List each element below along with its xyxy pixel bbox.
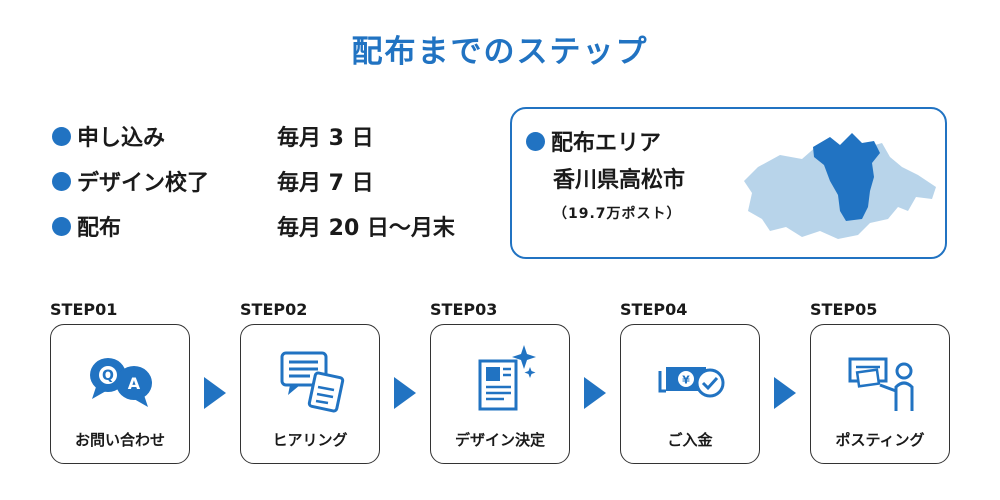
bullet-icon	[52, 171, 71, 191]
svg-text:¥: ¥	[682, 374, 690, 387]
design-sparkle-icon	[478, 345, 536, 411]
schedule-row-distribution: 配布 毎月 20 日〜月末	[52, 208, 455, 244]
hearing-document-icon	[280, 351, 345, 413]
step-card-4: ¥ ご入金	[620, 324, 760, 464]
yen-payment-icon: ¥	[658, 367, 725, 398]
svg-text:Q: Q	[102, 368, 114, 384]
area-heading: 配布エリア	[526, 125, 661, 157]
step-card-1: Q A お問い合わせ	[50, 324, 190, 464]
area-city: 香川県高松市	[553, 168, 686, 193]
page-title: 配布までのステップ	[351, 34, 649, 70]
schedule-label: 申し込み	[77, 126, 166, 151]
step-label-5: STEP05	[810, 300, 878, 319]
bullet-icon	[526, 131, 545, 151]
step-card-2: ヒアリング	[240, 324, 380, 464]
takamatsu-map-icon	[744, 133, 936, 239]
distribution-area-box: 配布エリア 香川県高松市 （19.7万ポスト）	[510, 107, 947, 259]
schedule-value: 毎月 20 日〜月末	[277, 216, 455, 241]
step-label-4: STEP04	[620, 300, 688, 319]
arrow-right-icon	[204, 377, 226, 409]
schedule-row-application: 申し込み 毎月 3 日	[52, 118, 374, 154]
step-name-3: デザイン決定	[454, 431, 545, 449]
step-label-1: STEP01	[50, 300, 118, 319]
step-card-3: デザイン決定	[430, 324, 570, 464]
schedule-label: デザイン校了	[77, 171, 210, 196]
schedule-value: 毎月 7 日	[277, 171, 374, 196]
step-name-1: お問い合わせ	[74, 431, 165, 449]
step-name-4: ご入金	[667, 431, 713, 449]
step-label-3: STEP03	[430, 300, 498, 319]
step-name-5: ポスティング	[835, 431, 925, 449]
schedule-row-design: デザイン校了 毎月 7 日	[52, 163, 374, 199]
bullet-icon	[52, 216, 71, 236]
schedule-label: 配布	[77, 216, 122, 241]
step-card-5: ポスティング	[810, 324, 950, 464]
step-label-2: STEP02	[240, 300, 308, 319]
arrow-right-icon	[394, 377, 416, 409]
bullet-icon	[52, 126, 71, 146]
svg-text:A: A	[128, 374, 141, 393]
qa-chat-icon: Q A	[90, 358, 152, 407]
schedule-value: 毎月 3 日	[277, 126, 374, 151]
area-title: 配布エリア	[551, 131, 662, 156]
step-name-2: ヒアリング	[272, 431, 348, 449]
area-post-count: （19.7万ポスト）	[553, 206, 682, 222]
arrow-right-icon	[774, 377, 796, 409]
arrow-right-icon	[584, 377, 606, 409]
posting-person-icon	[848, 357, 914, 411]
